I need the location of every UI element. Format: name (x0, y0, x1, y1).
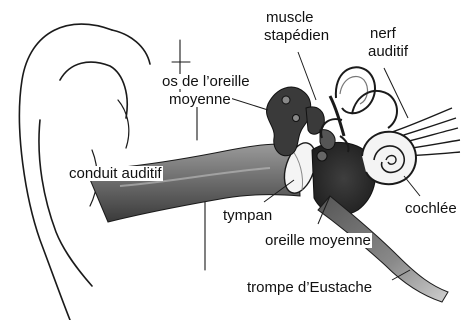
label-cochlee: cochlée (404, 201, 458, 216)
label-muscle-stapedien-line1: muscle (266, 10, 314, 25)
label-tympan: tympan (222, 208, 273, 223)
label-os-oreille-line1: os de l’oreille (161, 74, 251, 89)
label-conduit-auditif: conduit auditif (68, 166, 163, 181)
label-os-oreille-line2: moyenne (168, 92, 232, 107)
label-nerf-auditif-line2: auditif (368, 44, 408, 59)
label-oreille-moyenne: oreille moyenne (264, 233, 372, 248)
cochlea (362, 132, 416, 184)
label-muscle-stapedien-line2: stapédien (264, 28, 329, 43)
label-nerf-auditif-line1: nerf (370, 26, 396, 41)
label-trompe-eustache: trompe d’Eustache (246, 280, 373, 295)
